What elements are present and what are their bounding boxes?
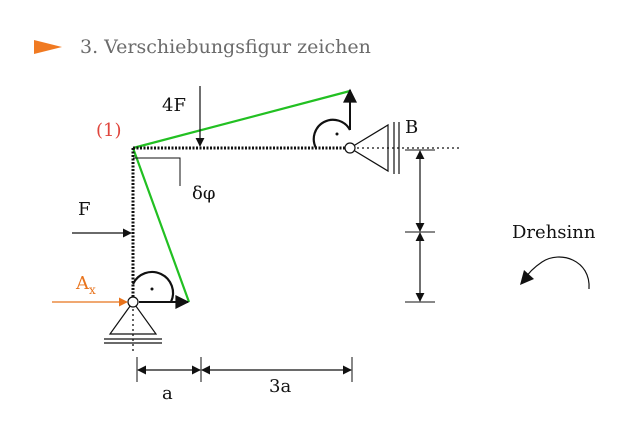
angle-marker: δφ — [133, 157, 215, 204]
support-b-hinge — [344, 142, 356, 154]
horizontal-dimension: a 3a — [136, 357, 353, 404]
heading: 3. Verschiebungsfigur zeichen — [34, 36, 371, 58]
support-a-hinge — [127, 296, 139, 308]
rotation-sense-label: Drehsinn — [512, 222, 596, 243]
dim-3a-label: 3a — [269, 376, 291, 397]
displaced-beam — [132, 89, 351, 150]
load-f-label: F — [78, 199, 91, 220]
load-4f-label: 4F — [162, 95, 186, 116]
reaction-ax-sub: x — [89, 283, 96, 297]
counterclockwise-arrow-icon — [523, 256, 590, 290]
reaction-ax: Ax — [52, 273, 128, 307]
load-4f: 4F — [162, 86, 205, 147]
vertical-dimension — [405, 149, 435, 303]
orange-arrow-bullet-icon — [34, 40, 62, 54]
original-frame — [131, 146, 462, 302]
displaced-column — [131, 147, 191, 303]
support-b: B — [312, 88, 418, 174]
load-f: F — [72, 199, 132, 238]
right-angle-symbol-b — [312, 118, 351, 149]
right-angle-symbol-a — [132, 270, 175, 303]
angle-label: δφ — [192, 183, 215, 204]
reaction-ax-label: Ax — [75, 273, 96, 297]
displaced-frame — [131, 89, 351, 303]
support-b-label: B — [405, 117, 418, 138]
node-label: (1) — [96, 120, 122, 141]
heading-text: 3. Verschiebungsfigur zeichen — [80, 36, 371, 58]
support-a — [104, 270, 190, 352]
dim-a-label: a — [162, 383, 173, 404]
reaction-ax-main: A — [75, 273, 90, 294]
support-b-triangle — [348, 123, 389, 173]
rotation-sense: Drehsinn — [512, 222, 596, 290]
